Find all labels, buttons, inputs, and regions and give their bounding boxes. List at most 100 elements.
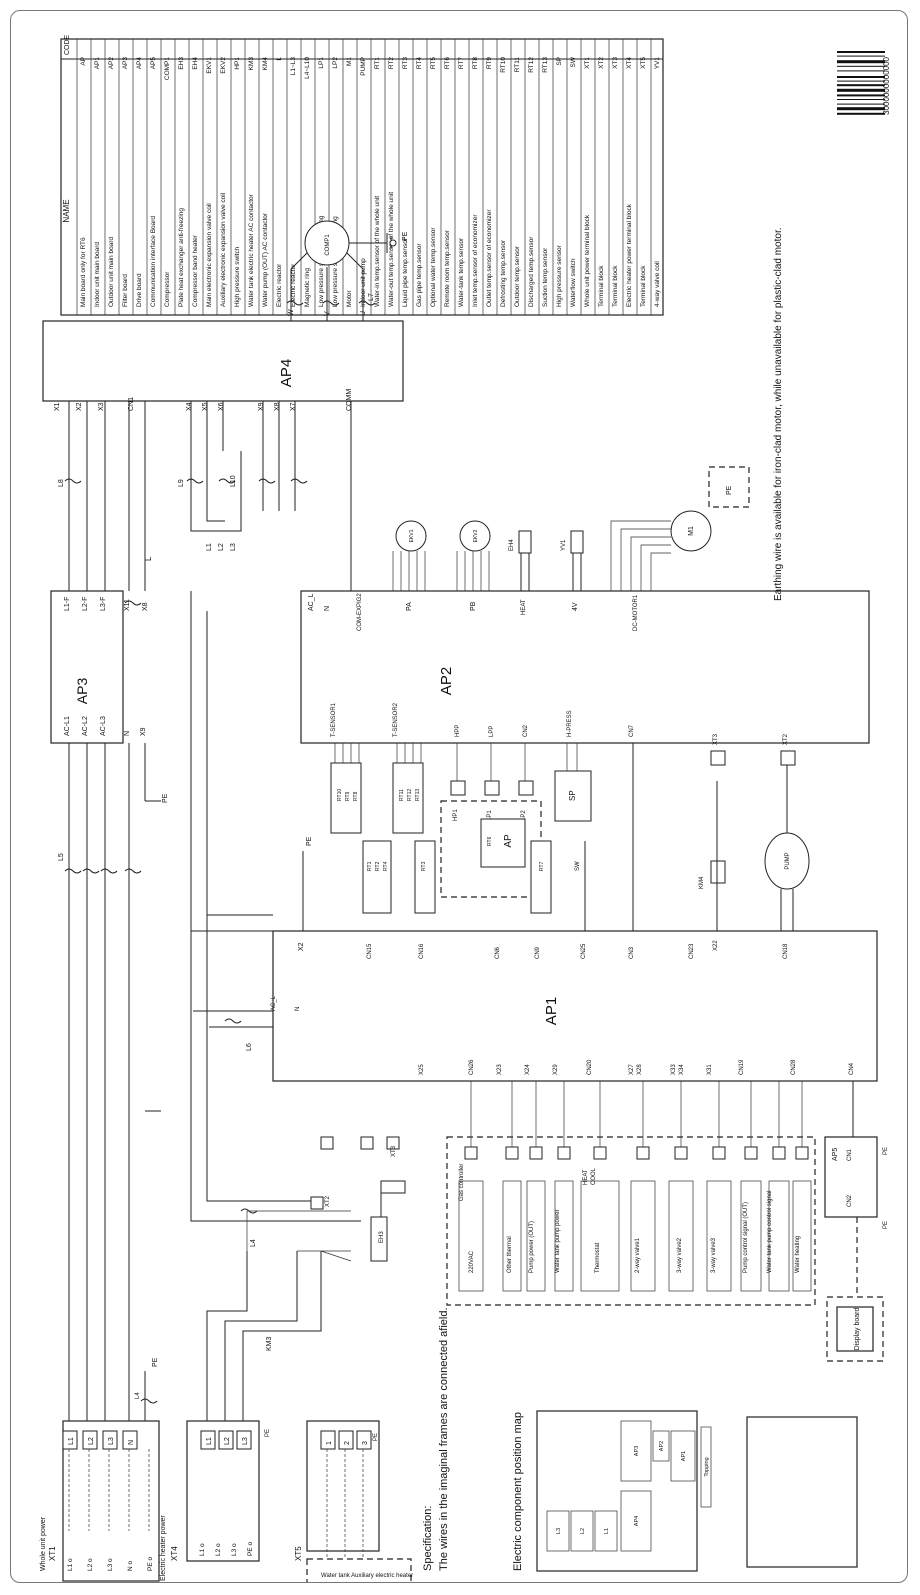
legend-row-code: M1	[346, 57, 353, 66]
legend-row-name: Motor	[346, 290, 353, 307]
magnetic-ring-l10: L10	[230, 475, 237, 487]
field-gas-controller: Gas controller	[459, 1164, 465, 1201]
legend-row-code: AP2	[108, 57, 115, 70]
whole-unit-line-label: N o	[127, 1561, 134, 1572]
reactor-l2: L2	[218, 543, 225, 551]
ap4-port-x9: X9	[258, 402, 265, 411]
ap1-port-cn4: CN4	[849, 1062, 855, 1075]
heater-line-label: L2 o	[215, 1543, 222, 1556]
ap1-port-n: N	[295, 1007, 301, 1011]
legend-row-code: L	[276, 57, 283, 61]
yv1-label: YV1	[561, 539, 567, 551]
legend-row-name: Gas pipe temp.sensor	[416, 243, 423, 307]
heater-line-label: L1 o	[199, 1543, 206, 1556]
ap2-port-tsensor1: T-SENSOR1	[331, 702, 337, 737]
ap3-port-x8: X8	[142, 602, 149, 611]
ap2-port-lpp: LPP	[489, 726, 495, 737]
rt4-label: RT4	[383, 861, 389, 871]
ap1-sensors: RT1 RT2 RT4 RT3 AP RT6 RT7 SW KM4 XT3 PU…	[302, 733, 810, 931]
ap4-port-x7: X7	[290, 402, 297, 411]
sw-label: SW	[575, 861, 581, 871]
ap2-outdoor-board: AP2 COM-EXPIG2 PA PB HEAT 4V DC-MOTOR1 A…	[300, 590, 870, 744]
ap3-filter-board: AP3 L1-F L2-F L3-F X11 X8 AC-L1 AC-L2 AC…	[50, 590, 149, 744]
ap-board-label: AP	[503, 834, 514, 848]
legend-row-code: XT5	[640, 57, 647, 69]
xt2-upper-label: XT2	[783, 733, 789, 745]
legend-row-name: Electric reactor	[290, 263, 297, 307]
ap1-indoor-board: AP1 X2 CN15 CN16 CN6 CN9 CN25 CN3 CN23 X…	[271, 930, 878, 1082]
ap1-port-cn18: CN18	[783, 943, 789, 959]
ap2-port-hpress: H-PRESS	[567, 710, 573, 737]
xt1-terminal: L3	[108, 1437, 115, 1445]
ap2-port-hpp: HPP	[455, 725, 461, 737]
field-220vac: 220VAC	[469, 1250, 475, 1273]
legend-row-name: Water pump (OUT) AC contactor	[262, 212, 269, 307]
ap2-port-pb: PB	[470, 601, 477, 611]
ap2-port-4v: 4V	[572, 602, 579, 611]
ap1-port-x34: X34	[679, 1064, 685, 1075]
pe-ap5: PE	[883, 1147, 889, 1155]
ap1-port-x23: X23	[497, 1064, 503, 1075]
legend-row-code: EKV1	[206, 57, 213, 74]
ap2-port-tsensor2: T-SENSOR2	[393, 702, 399, 737]
xt1-terminal: L1	[68, 1437, 75, 1445]
ap2-label: AP2	[438, 667, 455, 695]
ap4-label: AP4	[278, 359, 295, 387]
ap1-port-x2: X2	[298, 942, 305, 951]
field-other-thermal: Other thermal	[507, 1236, 513, 1273]
ap4-port-x1: X1	[54, 402, 61, 411]
legend-row-code: XT3	[612, 57, 619, 69]
ap3-port-l1f: L1-F	[64, 597, 71, 611]
lp2-label: LP2	[521, 810, 527, 821]
lp1-label: LP1	[487, 810, 493, 821]
rt12-label: RT12	[407, 789, 413, 801]
ap1-port-x27: X27	[629, 1064, 635, 1075]
legend-row-name: 4-way valve coil	[654, 261, 661, 307]
field-cool: COOL	[591, 1167, 597, 1185]
compressor: COMP1 L7 PE	[286, 220, 409, 321]
ap1-port-cn19: CN19	[739, 1059, 745, 1075]
rt10-label: RT10	[337, 789, 343, 801]
ap1-label: AP1	[543, 997, 560, 1025]
magnetic-ring-l4-b: L4	[135, 1392, 141, 1399]
ap4-port-x4: X4	[186, 402, 193, 411]
compressor-label: COMP1	[325, 234, 331, 256]
legend-row-name: Drive board	[136, 273, 143, 307]
ap5-port-cn2: CN2	[847, 1194, 853, 1207]
legend-row-code: RT10	[500, 57, 507, 73]
ap5-port-cn1: CN1	[847, 1148, 853, 1161]
legend-row-name: Discharged temp.sensor	[528, 236, 535, 307]
legend-row-code: HP1	[234, 57, 241, 70]
legend-row-name: Inlet temp.sensor of economizer	[472, 214, 479, 307]
legend-row-code: RT4	[416, 57, 423, 70]
legend-row-code: EKV2	[220, 57, 227, 74]
legend-row-code: L4~L10	[304, 57, 311, 79]
pe-xt4: PE	[265, 1429, 271, 1437]
legend-row-name: Suction temp.sensor	[542, 247, 549, 307]
reactor-l7-label: L7	[368, 293, 375, 301]
legend-row-code: KM3	[248, 57, 255, 71]
position-map-cell: AP2	[659, 1441, 665, 1451]
legend-row-code: L1~L3	[290, 57, 297, 76]
legend-row-code: LP2	[332, 57, 339, 69]
field-heat: HEAT	[583, 1169, 589, 1185]
xt1-terminal: N	[128, 1440, 135, 1445]
ap3-port-x11: X11	[124, 599, 131, 611]
field-pump-power-out: Pump power (OUT)	[529, 1221, 535, 1273]
legend-row-code: RT6	[444, 57, 451, 70]
ap1-port-x25: X25	[419, 1064, 425, 1075]
field-water-heating: Water heating	[795, 1236, 801, 1273]
pump-label: PUMP	[785, 852, 791, 869]
xt4-terminal: L2	[224, 1437, 231, 1445]
field-tank-pump-power: Water tank pump power	[555, 1210, 561, 1273]
xt4-label: XT4	[170, 1546, 179, 1561]
legend-row-name: Main electronic expansion valve coil	[206, 203, 213, 307]
ap4-port-x8: X8	[274, 402, 281, 411]
ap1-port-x24: X24	[525, 1064, 531, 1075]
legend-row-name: Auxiliary electronic expansion valve coi…	[220, 192, 227, 307]
